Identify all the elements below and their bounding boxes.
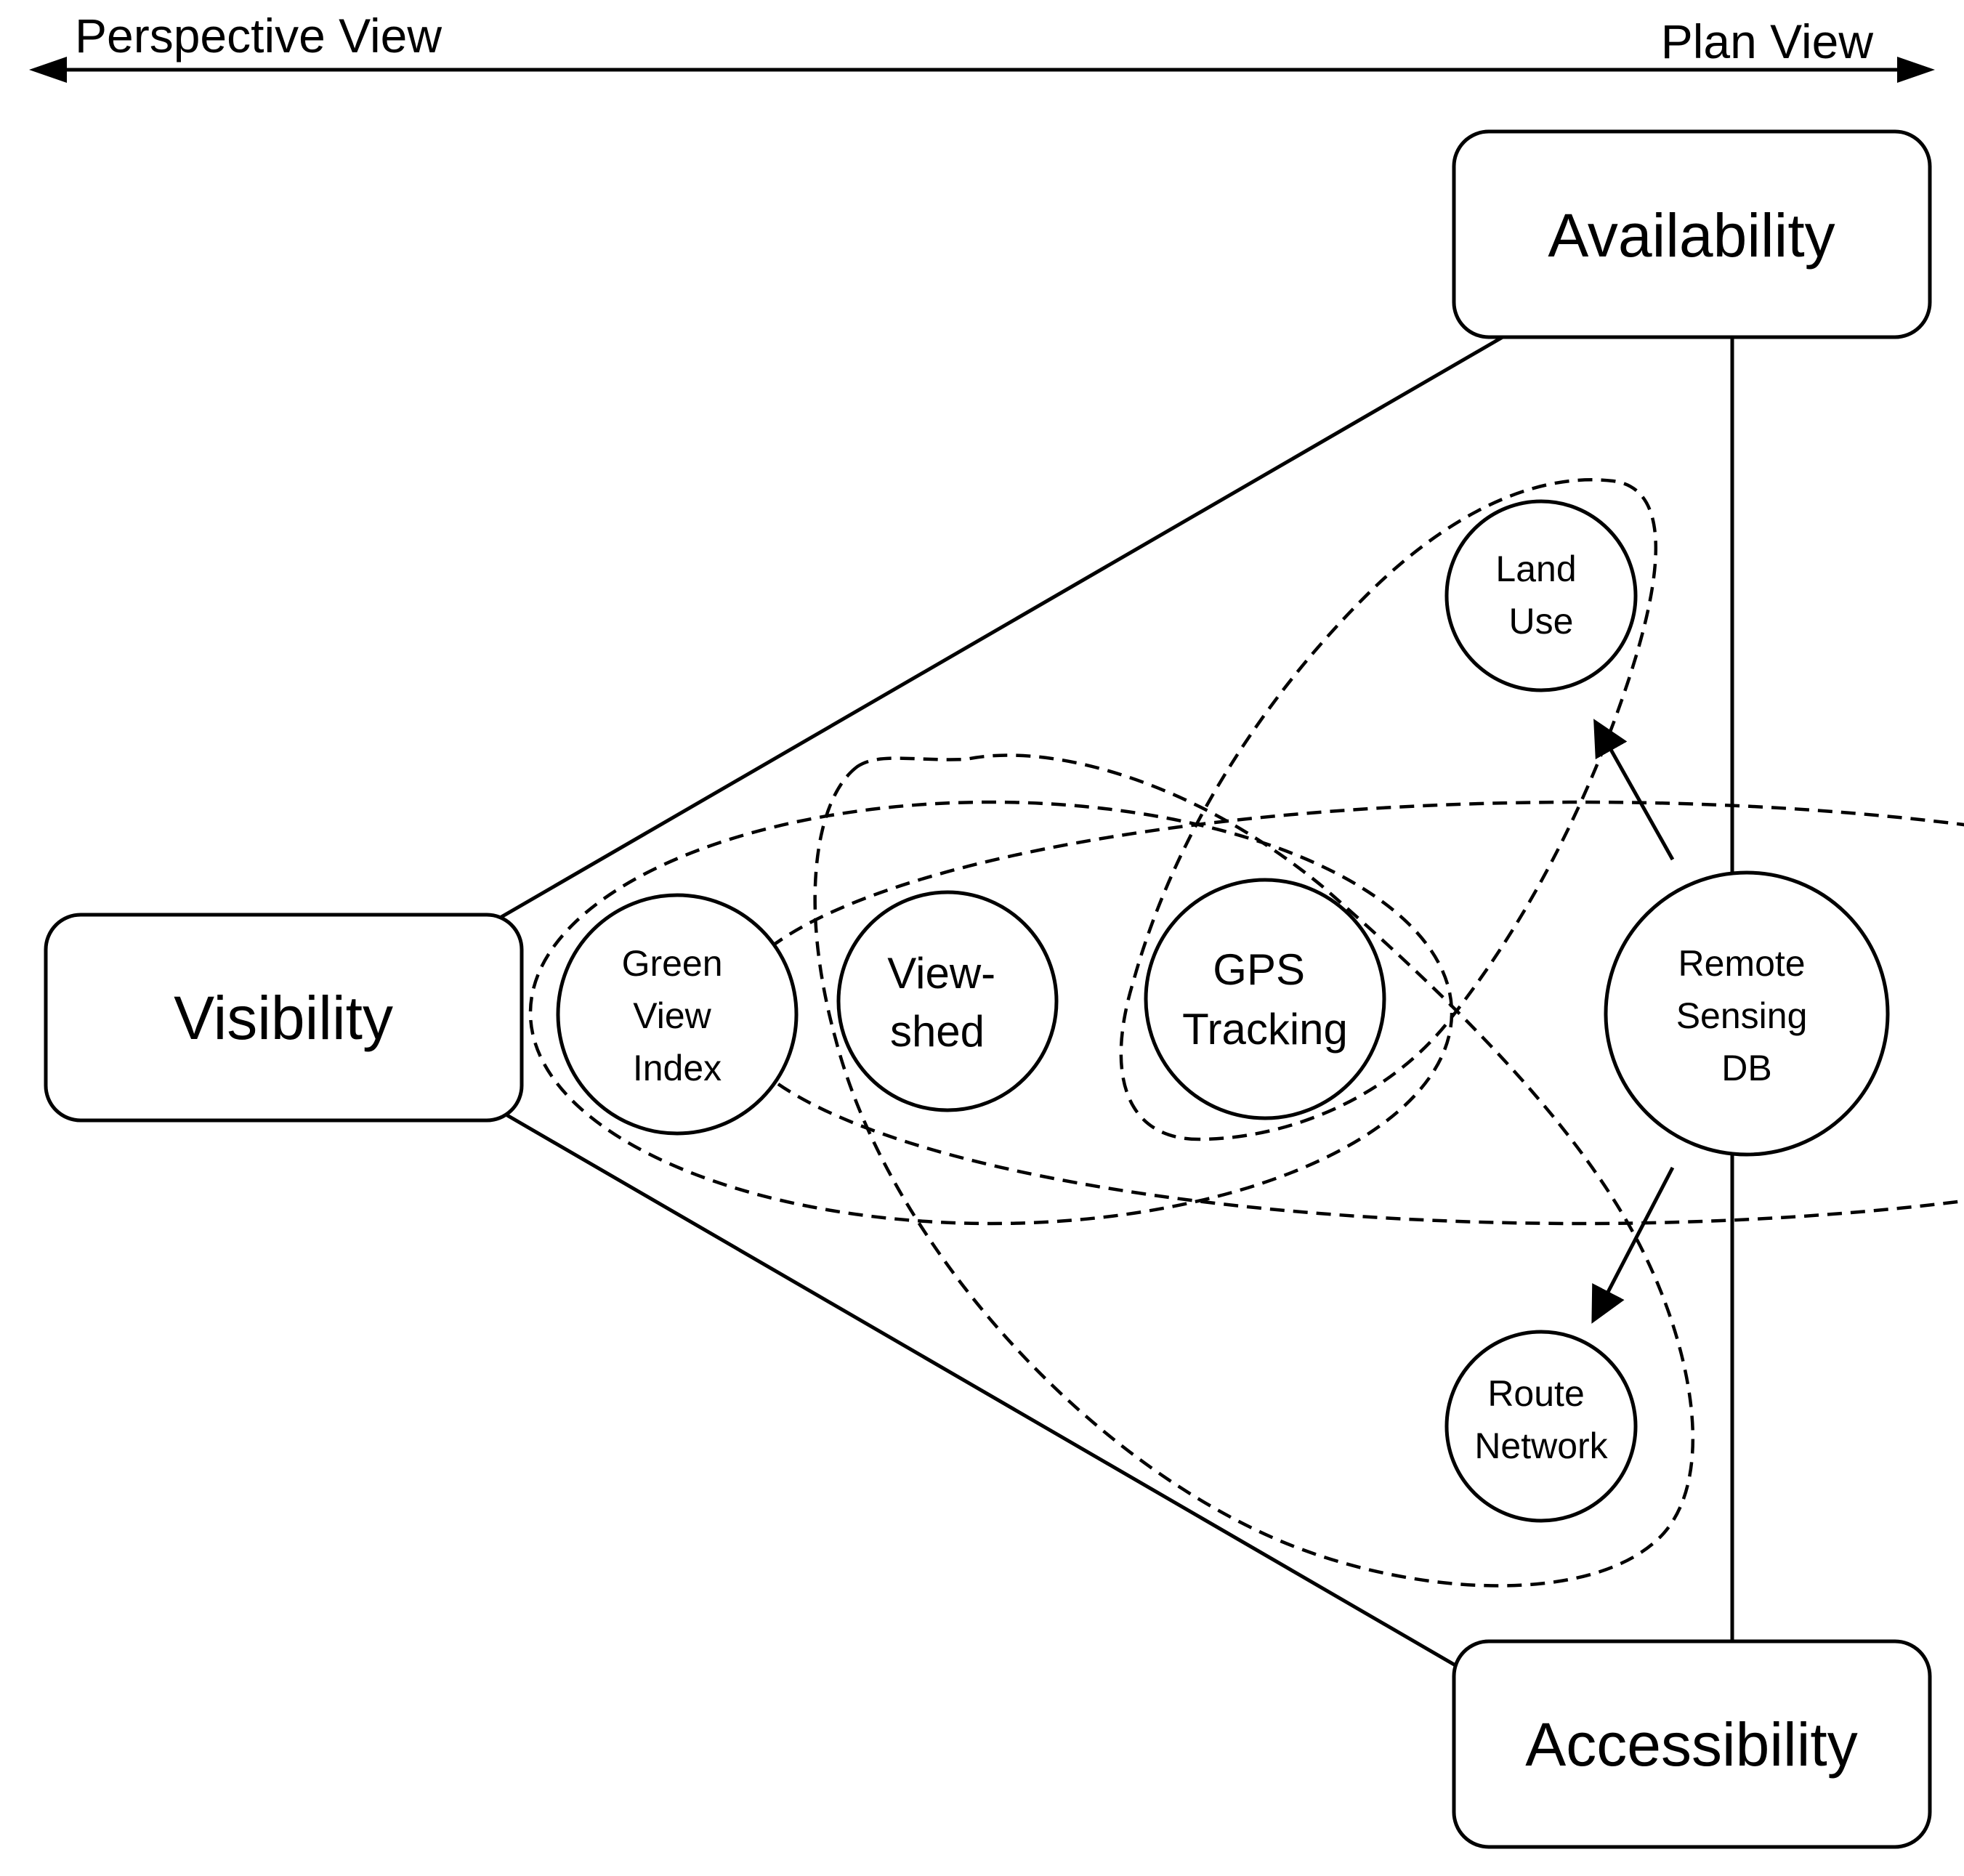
perspective-view-label: Perspective View xyxy=(75,9,442,62)
view-axis-left-arrowhead xyxy=(29,57,67,83)
remote-sensing-db-line-1: Remote xyxy=(1678,943,1806,984)
green-view-index-node: Green View Index xyxy=(556,893,799,1136)
viewshed-route-network-loop xyxy=(813,753,1695,1588)
view-axis-right-arrowhead xyxy=(1897,57,1935,83)
edge-visibility-availability xyxy=(500,335,1504,919)
route-network-line-1: Route xyxy=(1487,1373,1584,1414)
viewshed-line-2: shed xyxy=(890,1007,985,1056)
svg-text:Route Network: Route Network xyxy=(1474,1373,1608,1466)
svg-text:Remote Sensing DB: Remote Sensing DB xyxy=(1676,943,1818,1088)
remote-sensing-db-line-3: DB xyxy=(1721,1048,1771,1088)
route-network-line-2: Network xyxy=(1474,1426,1608,1466)
gps-tracking-node: GPS Tracking xyxy=(1144,878,1386,1120)
gps-landuse-loop xyxy=(1119,478,1658,1141)
svg-text:Green View Index: Green View Index xyxy=(622,943,733,1088)
visibility-label: Visibility xyxy=(174,984,393,1052)
availability-label: Availability xyxy=(1548,201,1835,270)
gps-tracking-line-1: GPS xyxy=(1213,945,1305,994)
arrow-remote-sensing-to-route-network xyxy=(1591,1166,1675,1324)
gps-tracking-line-2: Tracking xyxy=(1182,1005,1348,1054)
svg-text:Land Use: Land Use xyxy=(1495,549,1586,642)
edge-visibility-accessibility xyxy=(506,1113,1457,1667)
green-view-index-line-2: View xyxy=(633,995,711,1036)
land-use-line-2: Use xyxy=(1509,601,1574,642)
perspective-methods-group xyxy=(528,800,1454,1226)
land-use-line-1: Land xyxy=(1495,549,1576,589)
viewshed-line-1: View- xyxy=(887,949,995,998)
accessibility-box: Accessibility xyxy=(1452,1639,1932,1849)
accessibility-label: Accessibility xyxy=(1525,1710,1857,1779)
green-view-index-line-3: Index xyxy=(633,1048,722,1088)
arrow-remote-sensing-to-land-use xyxy=(1593,719,1675,861)
route-network-node: Route Network xyxy=(1444,1330,1638,1523)
remote-sensing-db-node: Remote Sensing DB xyxy=(1604,870,1890,1157)
availability-box: Availability xyxy=(1452,129,1932,339)
svg-text:GPS Tracking: GPS Tracking xyxy=(1182,945,1348,1054)
green-view-index-line-1: Green xyxy=(622,943,723,984)
visibility-box: Visibility xyxy=(44,913,524,1123)
viewshed-node: View- shed xyxy=(836,890,1059,1112)
land-use-node: Land Use xyxy=(1444,499,1638,692)
svg-text:View- shed: View- shed xyxy=(887,949,1008,1056)
remote-sensing-db-line-2: Sensing xyxy=(1676,995,1808,1036)
plan-view-label: Plan View xyxy=(1661,15,1874,68)
